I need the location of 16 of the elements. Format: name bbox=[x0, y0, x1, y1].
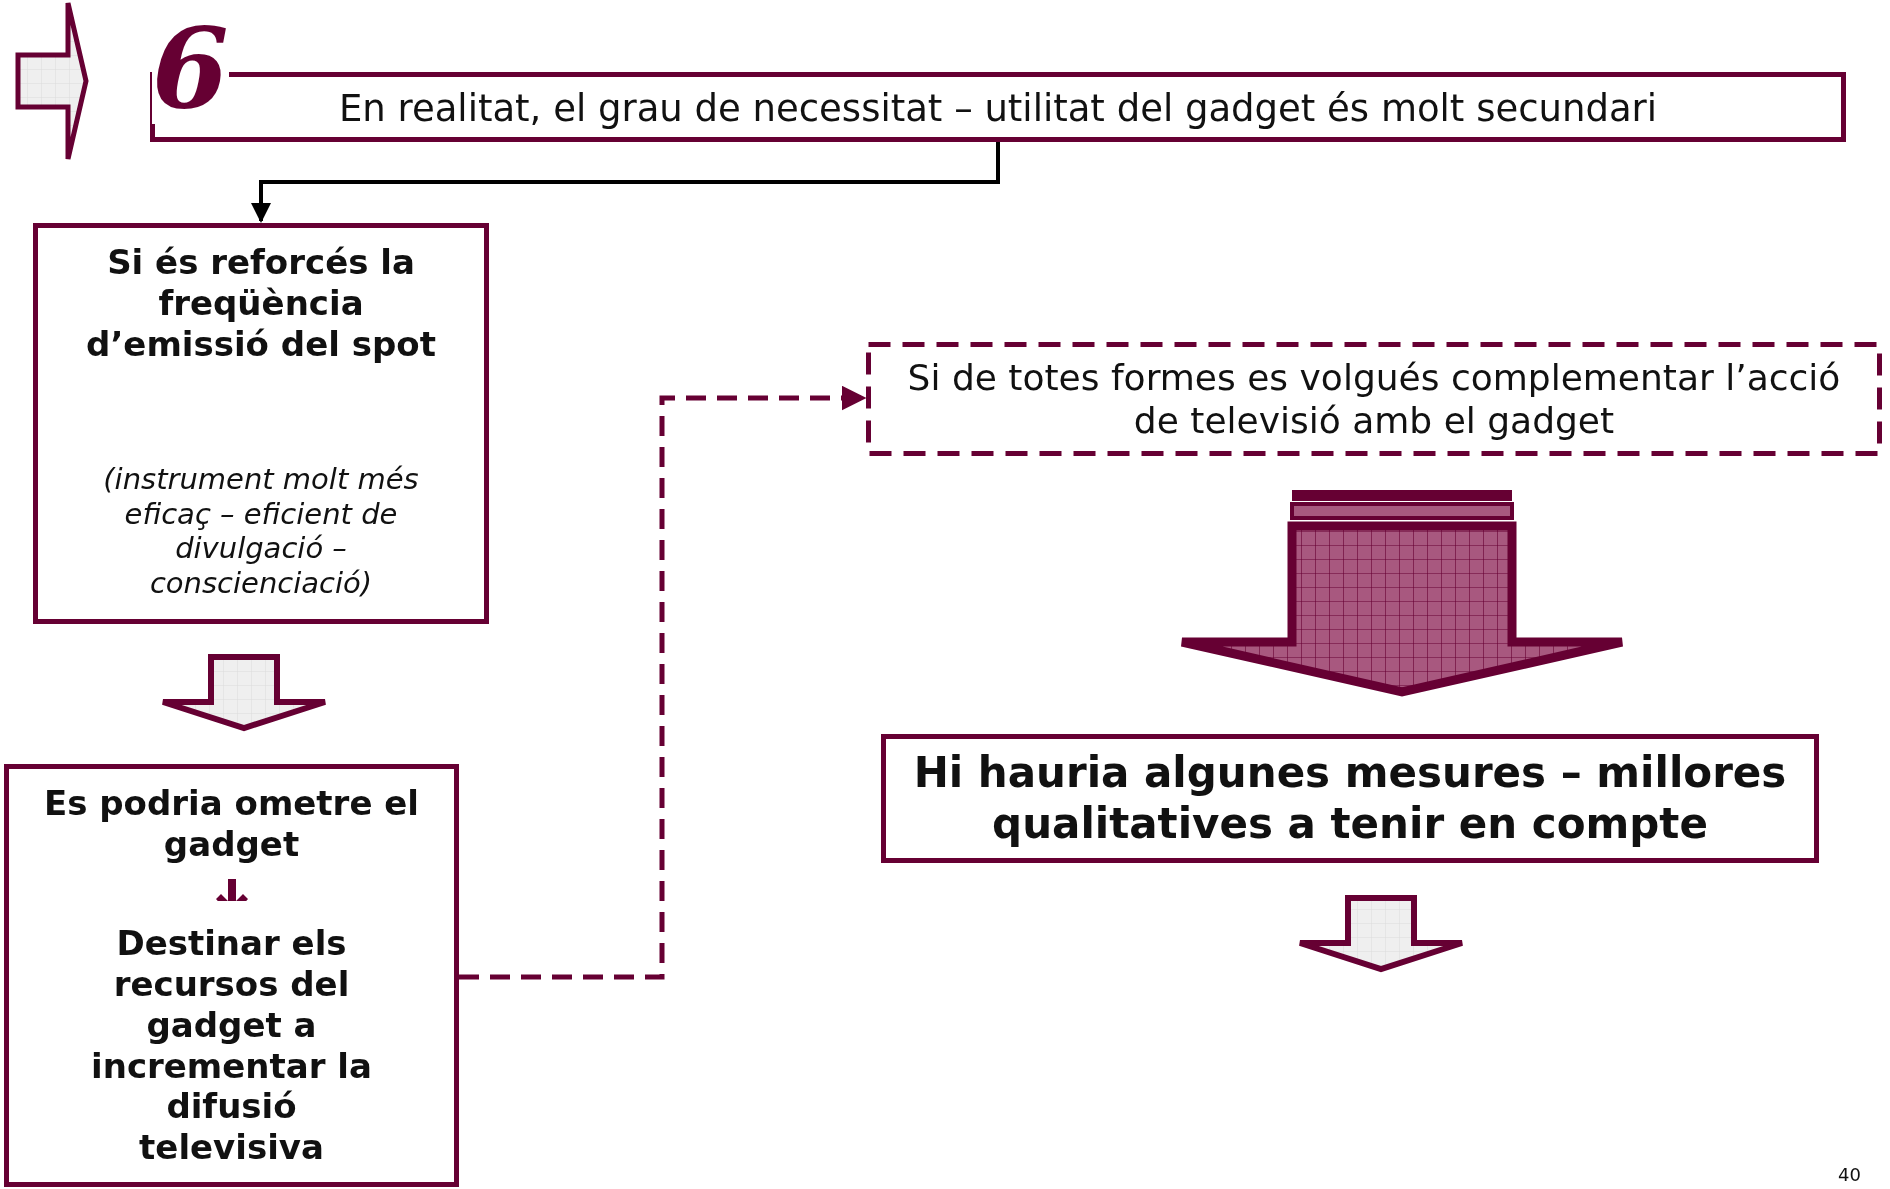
process-box bbox=[4, 764, 459, 1187]
process-box bbox=[881, 734, 1819, 863]
heading: Si és reforcés la freqüència d’emissió del spot bbox=[85, 242, 437, 365]
note: (instrument molt més eficaç – eficient de divulgació – conscienciació) bbox=[102, 461, 420, 601]
arrow bbox=[251, 142, 1000, 223]
process-box bbox=[33, 223, 489, 624]
dashed-arrow bbox=[459, 385, 867, 980]
box-text: Hi hauria algunes mesures – millores qualitatives a tenir en compte bbox=[912, 748, 1788, 849]
heading: Es podria ometre el gadget bbox=[43, 783, 420, 865]
box-text: Si de totes formes es volgués complementar l’acció de televisió amb el gadget bbox=[906, 355, 1842, 443]
block-arrow bbox=[1297, 895, 1465, 973]
box-text: En realitat, el grau de necessitat – utilitat del gadget és molt secundari bbox=[338, 87, 1658, 132]
dashed-process-box bbox=[866, 342, 1882, 456]
page-number: 40 bbox=[1838, 1166, 1861, 1184]
block-arrow bbox=[160, 654, 328, 732]
result-text: Destinar els recursos del gadget a incrementar la difusió televisiva bbox=[90, 923, 373, 1168]
